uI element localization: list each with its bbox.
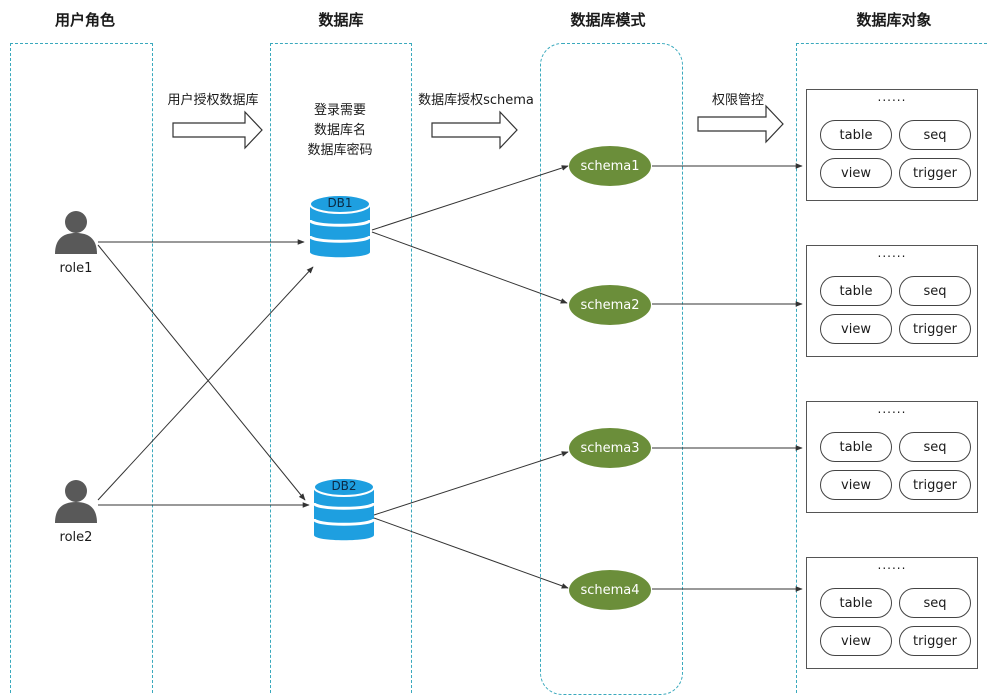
ellipsis: ...... bbox=[877, 90, 907, 104]
role-role2: role2 bbox=[46, 477, 106, 545]
object-trigger: trigger bbox=[899, 470, 971, 500]
object-table: table bbox=[820, 588, 892, 618]
object-seq: seq bbox=[899, 120, 971, 150]
line-db1-schema1 bbox=[371, 165, 569, 231]
line-role2-db1 bbox=[97, 266, 314, 501]
user-icon bbox=[55, 211, 97, 254]
role-label: role2 bbox=[59, 530, 93, 545]
object-table: table bbox=[820, 276, 892, 306]
object-view: view bbox=[820, 626, 892, 656]
column-title-database: 数据库 bbox=[318, 11, 364, 29]
caption-grant-db: 用户授权数据库 bbox=[167, 93, 259, 108]
line-role1-db2 bbox=[97, 244, 306, 501]
caption-permission: 权限管控 bbox=[711, 93, 765, 108]
flow-arrow-grant-schema bbox=[431, 110, 518, 150]
schema-schema3: schema3 bbox=[569, 428, 651, 468]
line-db1-schema2 bbox=[371, 231, 568, 304]
object-trigger: trigger bbox=[899, 158, 971, 188]
object-box: ...... table seq view trigger bbox=[806, 557, 978, 669]
ellipsis: ...... bbox=[877, 246, 907, 260]
column-title-objects: 数据库对象 bbox=[856, 11, 932, 29]
objects-lane bbox=[796, 43, 987, 693]
login-note: 登录需要 数据库名 数据库密码 bbox=[307, 101, 372, 161]
object-box: ...... table seq view trigger bbox=[806, 89, 978, 201]
object-view: view bbox=[820, 314, 892, 344]
object-box: ...... table seq view trigger bbox=[806, 401, 978, 513]
object-seq: seq bbox=[899, 588, 971, 618]
object-table: table bbox=[820, 120, 892, 150]
ellipsis: ...... bbox=[877, 402, 907, 416]
object-table: table bbox=[820, 432, 892, 462]
flow-arrow-grant-db bbox=[172, 110, 263, 150]
database-icon bbox=[312, 477, 376, 541]
object-view: view bbox=[820, 158, 892, 188]
column-title-roles: 用户角色 bbox=[54, 11, 116, 29]
column-title-schema: 数据库模式 bbox=[570, 11, 646, 29]
role-label: role1 bbox=[59, 261, 93, 276]
schema-schema2: schema2 bbox=[569, 285, 651, 325]
object-seq: seq bbox=[899, 432, 971, 462]
object-box: ...... table seq view trigger bbox=[806, 245, 978, 357]
line-db2-schema3 bbox=[373, 451, 569, 516]
database-db2: DB2 bbox=[312, 475, 376, 551]
schema-schema1: schema1 bbox=[569, 146, 651, 186]
object-view: view bbox=[820, 470, 892, 500]
line-db2-schema4 bbox=[373, 517, 569, 589]
database-lane bbox=[270, 43, 412, 693]
user-icon bbox=[55, 480, 97, 523]
database-db1: DB1 bbox=[308, 192, 372, 268]
ellipsis: ...... bbox=[877, 558, 907, 572]
caption-grant-schema: 数据库授权schema bbox=[418, 93, 534, 108]
login-note-line: 数据库名 bbox=[313, 123, 367, 138]
object-seq: seq bbox=[899, 276, 971, 306]
role-role1: role1 bbox=[46, 208, 106, 276]
database-label: DB1 bbox=[327, 196, 353, 210]
roles-lane bbox=[10, 43, 153, 693]
object-trigger: trigger bbox=[899, 626, 971, 656]
login-note-line: 登录需要 bbox=[313, 103, 367, 118]
database-label: DB2 bbox=[331, 479, 357, 493]
object-trigger: trigger bbox=[899, 314, 971, 344]
login-note-line: 数据库密码 bbox=[307, 143, 373, 158]
flow-arrow-permission bbox=[697, 104, 784, 144]
schema-schema4: schema4 bbox=[569, 570, 651, 610]
database-icon bbox=[308, 194, 372, 258]
